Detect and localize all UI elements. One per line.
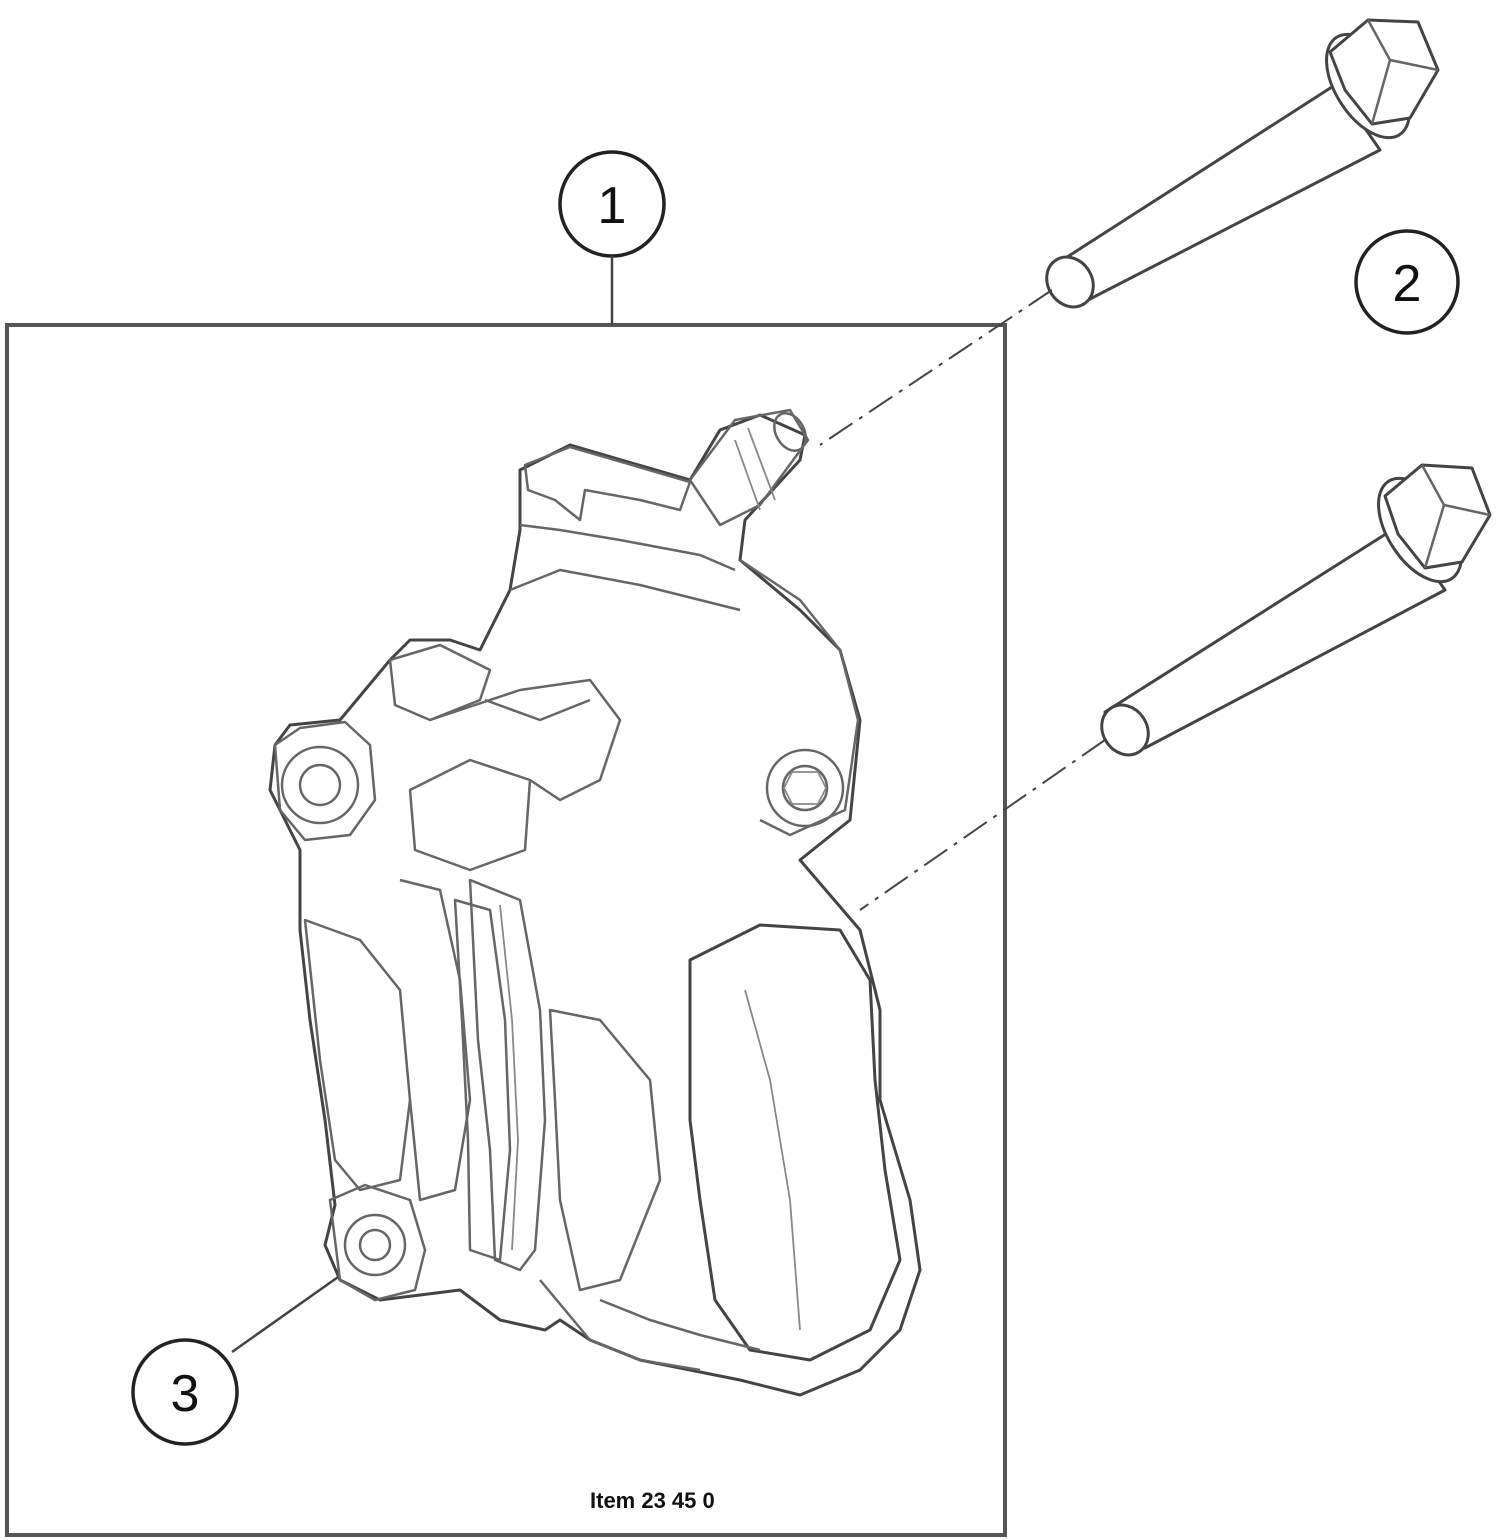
- upper-bolt-axis: [819, 289, 1053, 446]
- callout-1[interactable]: 1: [558, 150, 666, 258]
- drawing-code: Item 23 45 0: [590, 1488, 715, 1513]
- lower-bolt[interactable]: [1092, 463, 1492, 764]
- callout-2-label: 2: [1393, 255, 1422, 313]
- upper-bolt[interactable]: [1037, 18, 1440, 316]
- callout-2[interactable]: 2: [1354, 229, 1460, 335]
- callout-3[interactable]: 3: [131, 1338, 239, 1446]
- brake-pad[interactable]: [453, 898, 512, 1262]
- assembly-frame: [5, 323, 1007, 1537]
- brake-caliper[interactable]: [268, 408, 922, 1397]
- callout-3-label: 3: [171, 1365, 200, 1423]
- callout-1-label: 1: [598, 177, 627, 235]
- lower-bolt-axis: [859, 739, 1106, 911]
